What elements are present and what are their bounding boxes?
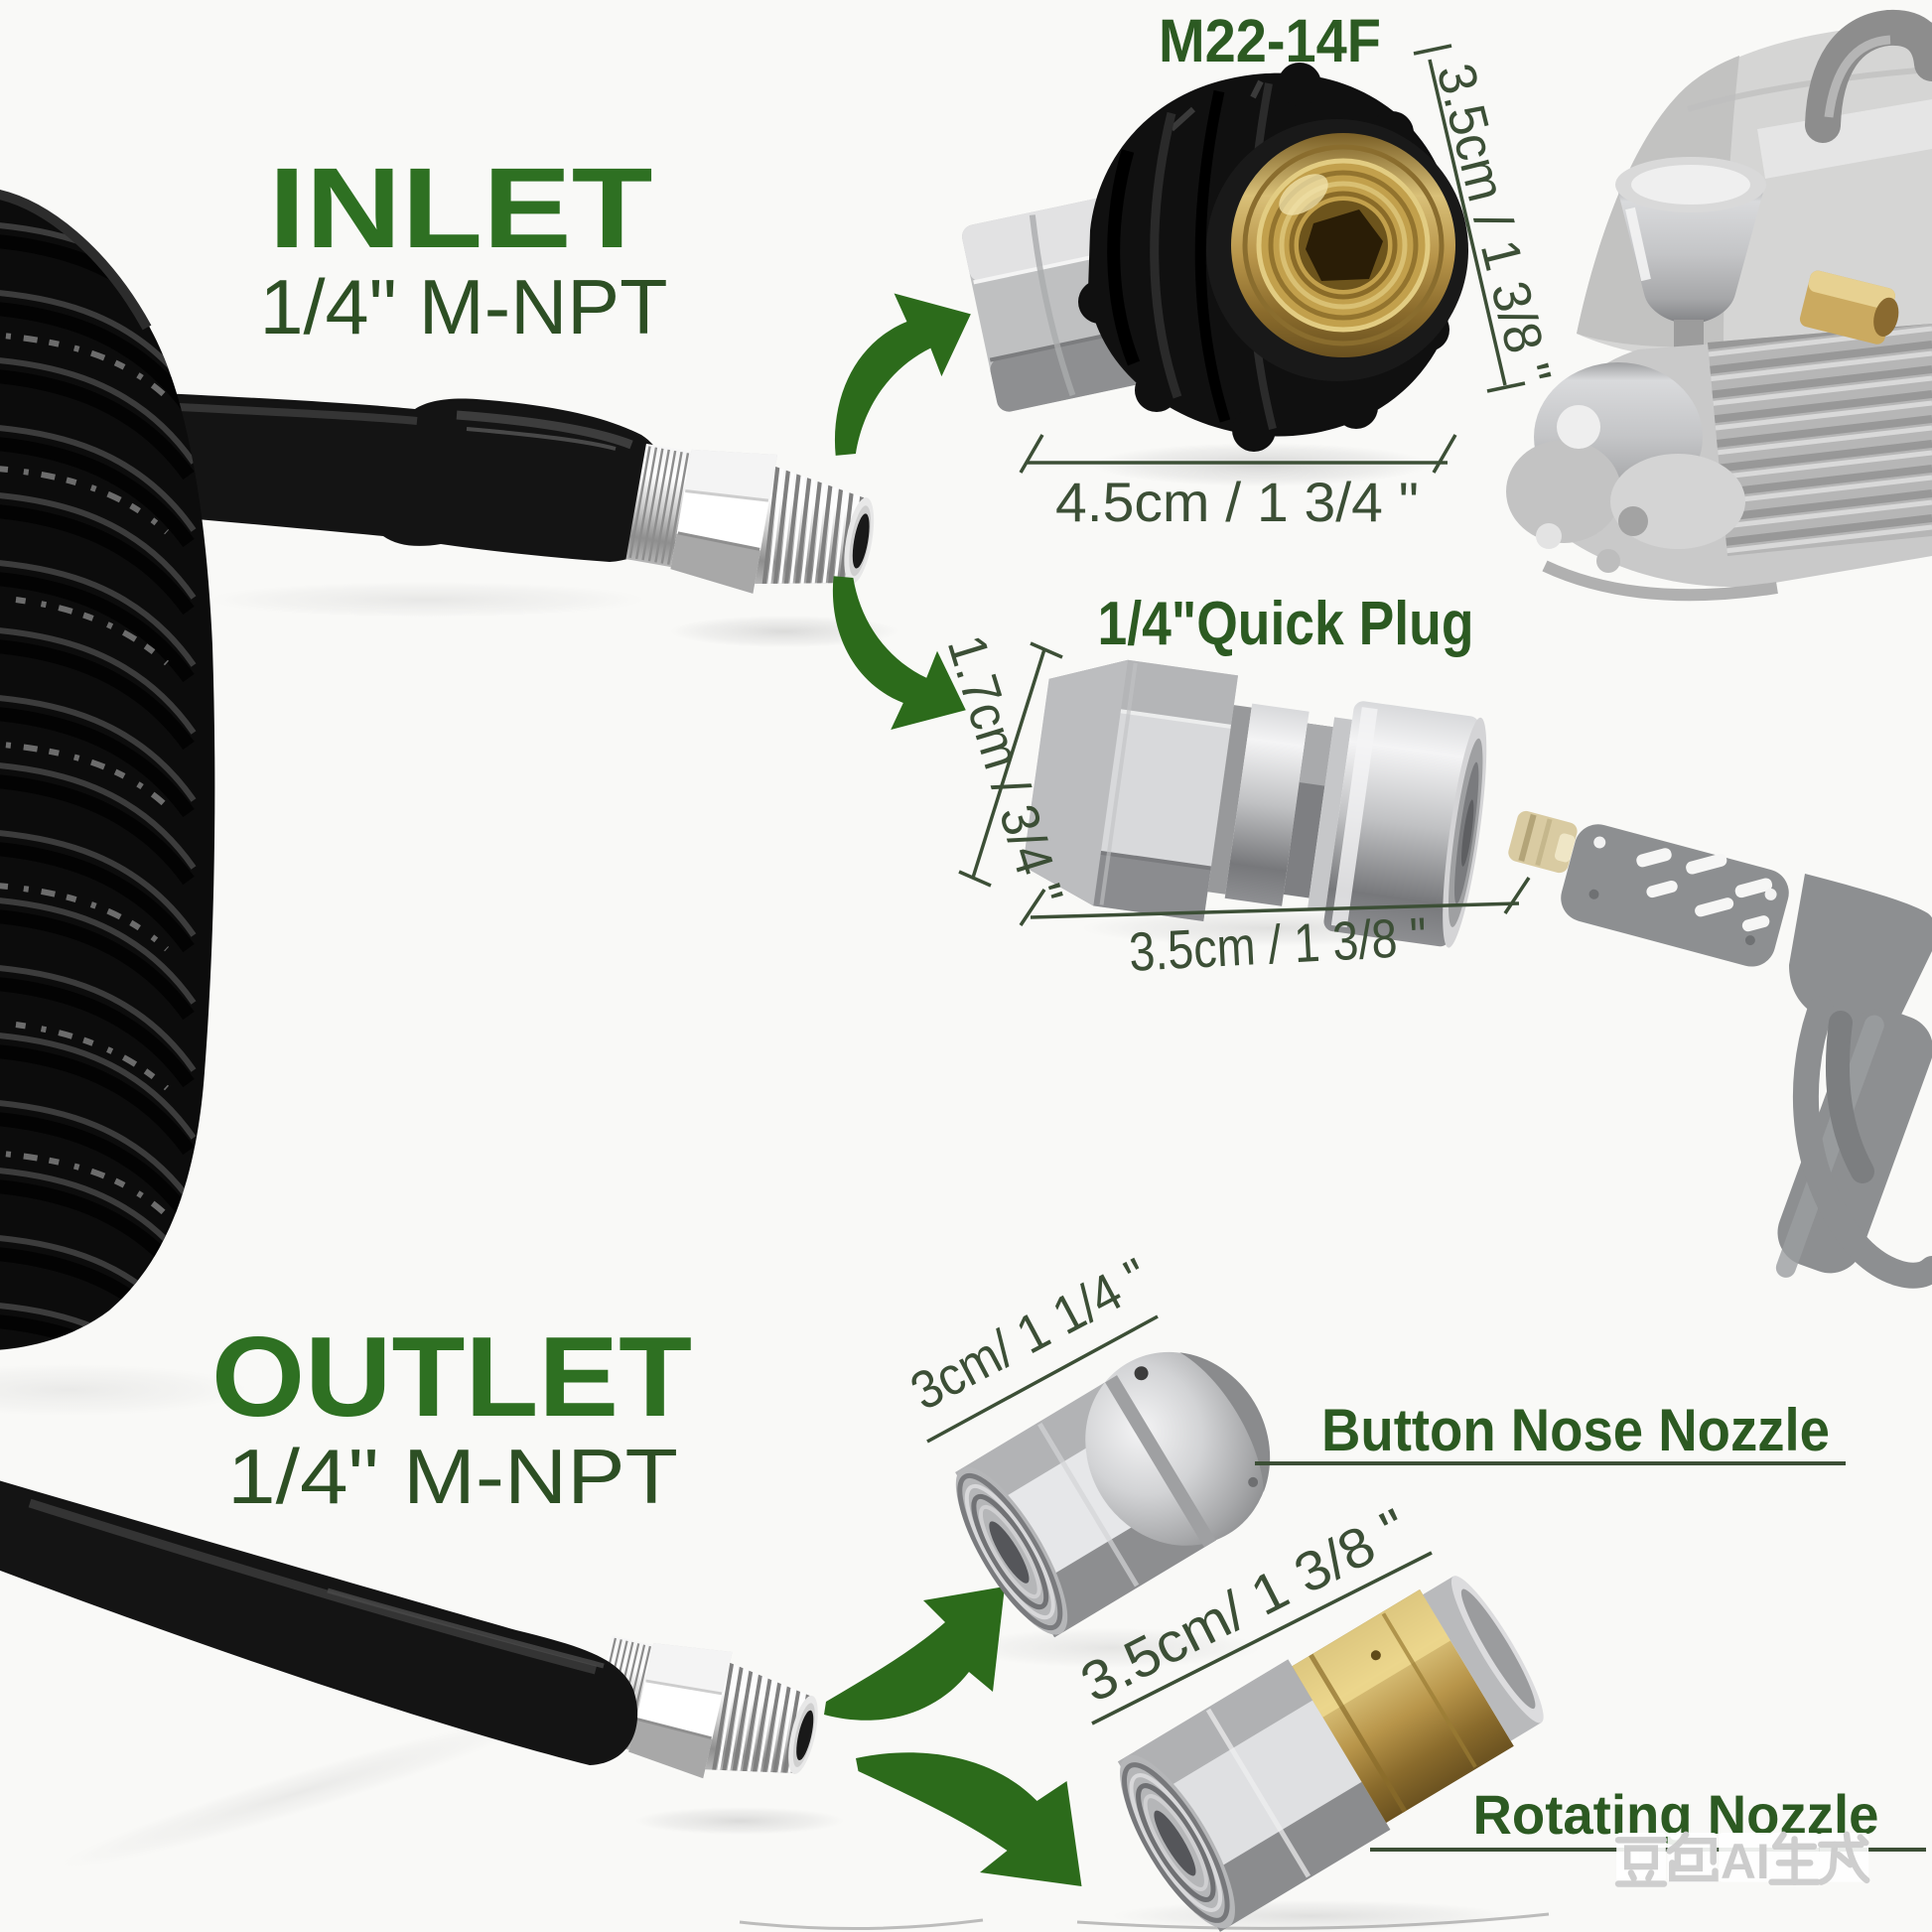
svg-text:INLET: INLET — [269, 145, 653, 272]
svg-text:1/4"Quick Plug: 1/4"Quick Plug — [1098, 590, 1474, 658]
svg-text:1/4" M-NPT: 1/4" M-NPT — [227, 1433, 678, 1520]
svg-text:1/4" M-NPT: 1/4" M-NPT — [260, 263, 668, 350]
svg-text:4.5cm / 1 3/4 ": 4.5cm / 1 3/4 " — [1055, 471, 1419, 533]
svg-text:Button Nose Nozzle: Button Nose Nozzle — [1321, 1397, 1830, 1463]
svg-text:AI: AI — [1721, 1834, 1770, 1889]
svg-text:OUTLET: OUTLET — [211, 1314, 692, 1441]
svg-text:M22-14F: M22-14F — [1159, 7, 1381, 74]
